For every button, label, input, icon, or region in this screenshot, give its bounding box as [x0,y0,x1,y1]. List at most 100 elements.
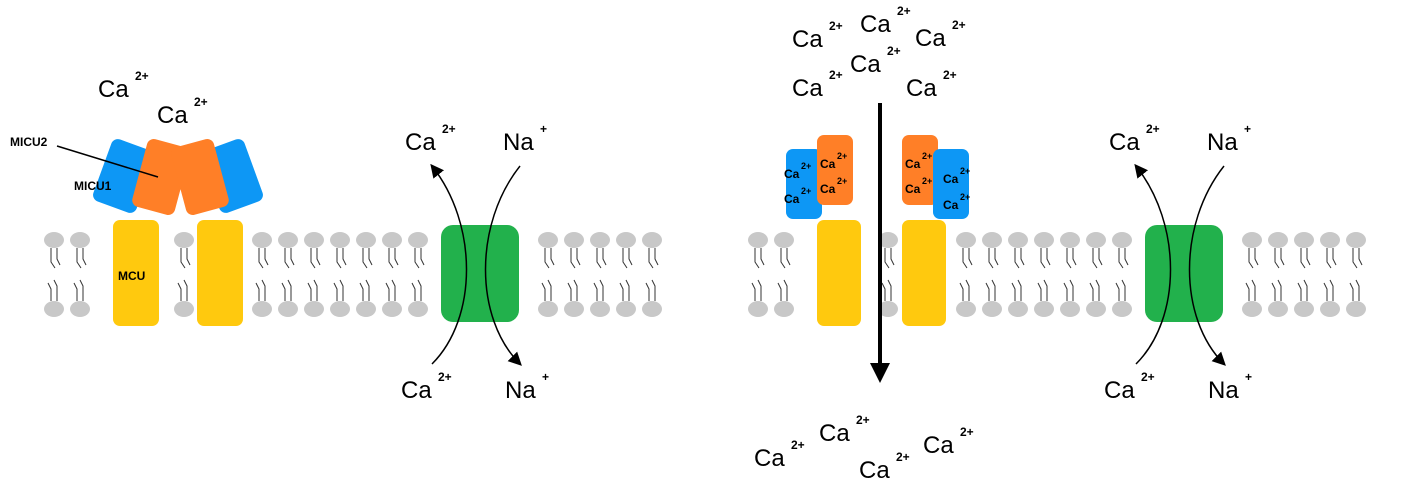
lipid-molecule [878,232,898,317]
mcu-subunit-left [113,220,159,326]
svg-text:Na: Na [505,377,536,404]
svg-text:2+: 2+ [960,192,970,202]
calcium-ion: Ca 2+ [859,450,910,484]
svg-text:Ca: Ca [860,11,891,38]
lipid-molecule [252,232,272,317]
exchanger-sodium-out: Na + [1208,370,1252,404]
micu2-subunit-left [817,135,853,205]
lipid-molecule [1242,232,1262,317]
svg-text:2+: 2+ [1141,370,1155,384]
svg-text:2+: 2+ [922,176,932,186]
bound-calcium-ion: Ca2+ [784,161,811,181]
lipid-molecule [1060,232,1080,317]
svg-text:2+: 2+ [801,161,811,171]
svg-text:2+: 2+ [829,19,843,33]
uniporter-closed: MICU2 MICU1 MCU [10,135,263,326]
svg-text:2+: 2+ [856,413,870,427]
svg-text:2+: 2+ [887,44,901,58]
svg-text:Ca: Ca [859,457,890,484]
svg-text:Ca: Ca [1104,377,1135,404]
exchanger-calcium-in: Ca 2+ [1104,370,1155,404]
lipid-molecule [408,232,428,317]
lipid-molecule [748,232,768,317]
na-ca-exchanger-left [430,163,522,366]
svg-text:Ca: Ca [754,445,785,472]
lipid-molecule [278,232,298,317]
svg-text:2+: 2+ [960,425,974,439]
micu1-label: MICU1 [74,179,112,193]
ca-efflux-arrow [430,163,468,365]
micu2-subunit-right [902,135,938,205]
svg-text:2+: 2+ [1146,122,1160,136]
lipid-molecule [564,232,584,317]
svg-text:Ca: Ca [905,157,921,171]
svg-text:Na: Na [1208,377,1239,404]
svg-text:Ca: Ca [850,51,881,78]
svg-text:2+: 2+ [801,186,811,196]
lipid-molecule [356,232,376,317]
exchanger-sodium-in: Na + [1207,122,1251,156]
mcu-subunit-right [902,220,946,326]
svg-text:2+: 2+ [438,370,452,384]
svg-text:Ca: Ca [820,182,836,196]
lipid-molecule [590,232,610,317]
lipid-molecule [1034,232,1054,317]
exchanger-calcium-out: Ca 2+ [1109,122,1160,156]
calcium-ion: Ca 2+ [819,413,870,447]
lipid-molecule [616,232,636,317]
svg-text:Ca: Ca [157,102,188,129]
micu2-label: MICU2 [10,135,48,149]
svg-text:Ca: Ca [401,377,432,404]
lipid-molecule [304,232,324,317]
lipid-molecule [1294,232,1314,317]
svg-text:Ca: Ca [820,157,836,171]
svg-text:Ca: Ca [906,75,937,102]
svg-text:Ca: Ca [98,76,129,103]
bound-calcium-ion: Ca2+ [943,192,970,212]
svg-text:2+: 2+ [952,18,966,32]
exchanger-calcium-out: Ca 2+ [405,122,456,156]
svg-text:Na: Na [1207,129,1238,156]
svg-text:2+: 2+ [837,176,847,186]
bound-calcium-ion: Ca2+ [820,176,847,196]
svg-text:2+: 2+ [960,166,970,176]
bound-calcium-ion: Ca2+ [820,151,847,171]
svg-text:Ca: Ca [405,129,436,156]
svg-text:Ca: Ca [784,167,800,181]
svg-text:2+: 2+ [194,95,208,109]
lipid-molecule [330,232,350,317]
svg-text:2+: 2+ [837,151,847,161]
svg-text:Ca: Ca [819,420,850,447]
lipid-molecule [382,232,402,317]
svg-text:Ca: Ca [784,192,800,206]
lipid-molecule [1320,232,1340,317]
lipid-molecule [44,232,64,317]
micu2-leader-line [56,145,159,178]
svg-text:2+: 2+ [896,450,910,464]
svg-text:2+: 2+ [922,151,932,161]
lipid-molecule [774,232,794,317]
svg-text:Ca: Ca [1109,129,1140,156]
svg-text:Ca: Ca [905,182,921,196]
mcu-subunit-right [197,220,243,326]
svg-text:Ca: Ca [792,26,823,53]
micu1-subunit-left [786,149,822,219]
calcium-ion: Ca 2+ [850,44,901,78]
ca-efflux-arrow [1134,163,1172,365]
bound-calcium-ion: Ca2+ [905,176,932,196]
svg-text:2+: 2+ [897,4,911,18]
lipid-molecule [538,232,558,317]
svg-text:+: + [1244,122,1251,136]
svg-text:+: + [1245,370,1252,384]
exchanger-calcium-in: Ca 2+ [401,370,452,404]
svg-text:2+: 2+ [442,122,456,136]
lipid-molecule [982,232,1002,317]
svg-text:Ca: Ca [943,172,959,186]
